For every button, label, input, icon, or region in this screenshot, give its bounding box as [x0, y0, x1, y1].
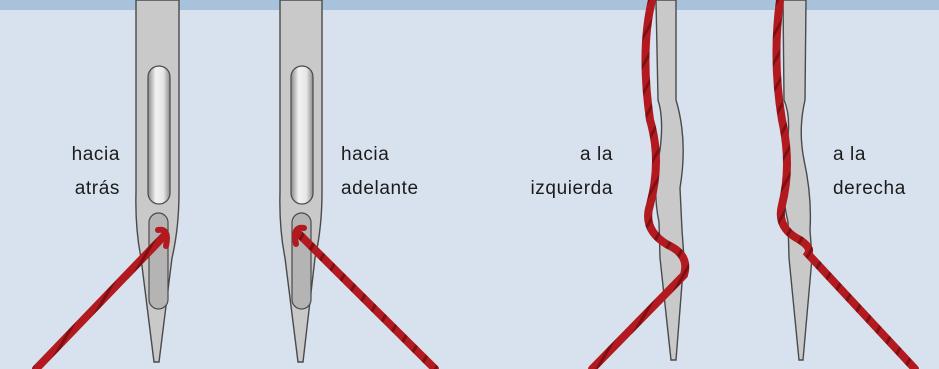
needle-backward	[32, 0, 180, 369]
needle-forward	[279, 0, 439, 369]
needle-right	[772, 0, 919, 369]
thread-loop	[155, 226, 170, 249]
label-line: hacia	[71, 144, 120, 165]
thread-loop	[292, 224, 307, 247]
needle-shaft	[655, 0, 685, 361]
label-line: a la	[579, 144, 613, 165]
label-line: adelante	[341, 178, 419, 199]
label-forward: hacia adelante	[341, 138, 461, 206]
label-line: hacia	[341, 144, 390, 165]
needle-left	[588, 0, 690, 369]
label-left: a la izquierda	[500, 138, 613, 206]
label-line: izquierda	[530, 178, 613, 199]
needle-groove	[147, 65, 171, 205]
thread	[588, 0, 690, 369]
thread	[772, 0, 919, 369]
label-line: a la	[833, 144, 867, 165]
thread	[293, 228, 439, 369]
label-line: derecha	[833, 178, 906, 199]
label-backward: hacia atrás	[40, 138, 120, 206]
label-right: a la derecha	[833, 138, 933, 206]
label-line: atrás	[74, 178, 120, 199]
thread	[32, 232, 168, 369]
top-band	[0, 0, 939, 10]
needle-groove	[290, 65, 314, 205]
